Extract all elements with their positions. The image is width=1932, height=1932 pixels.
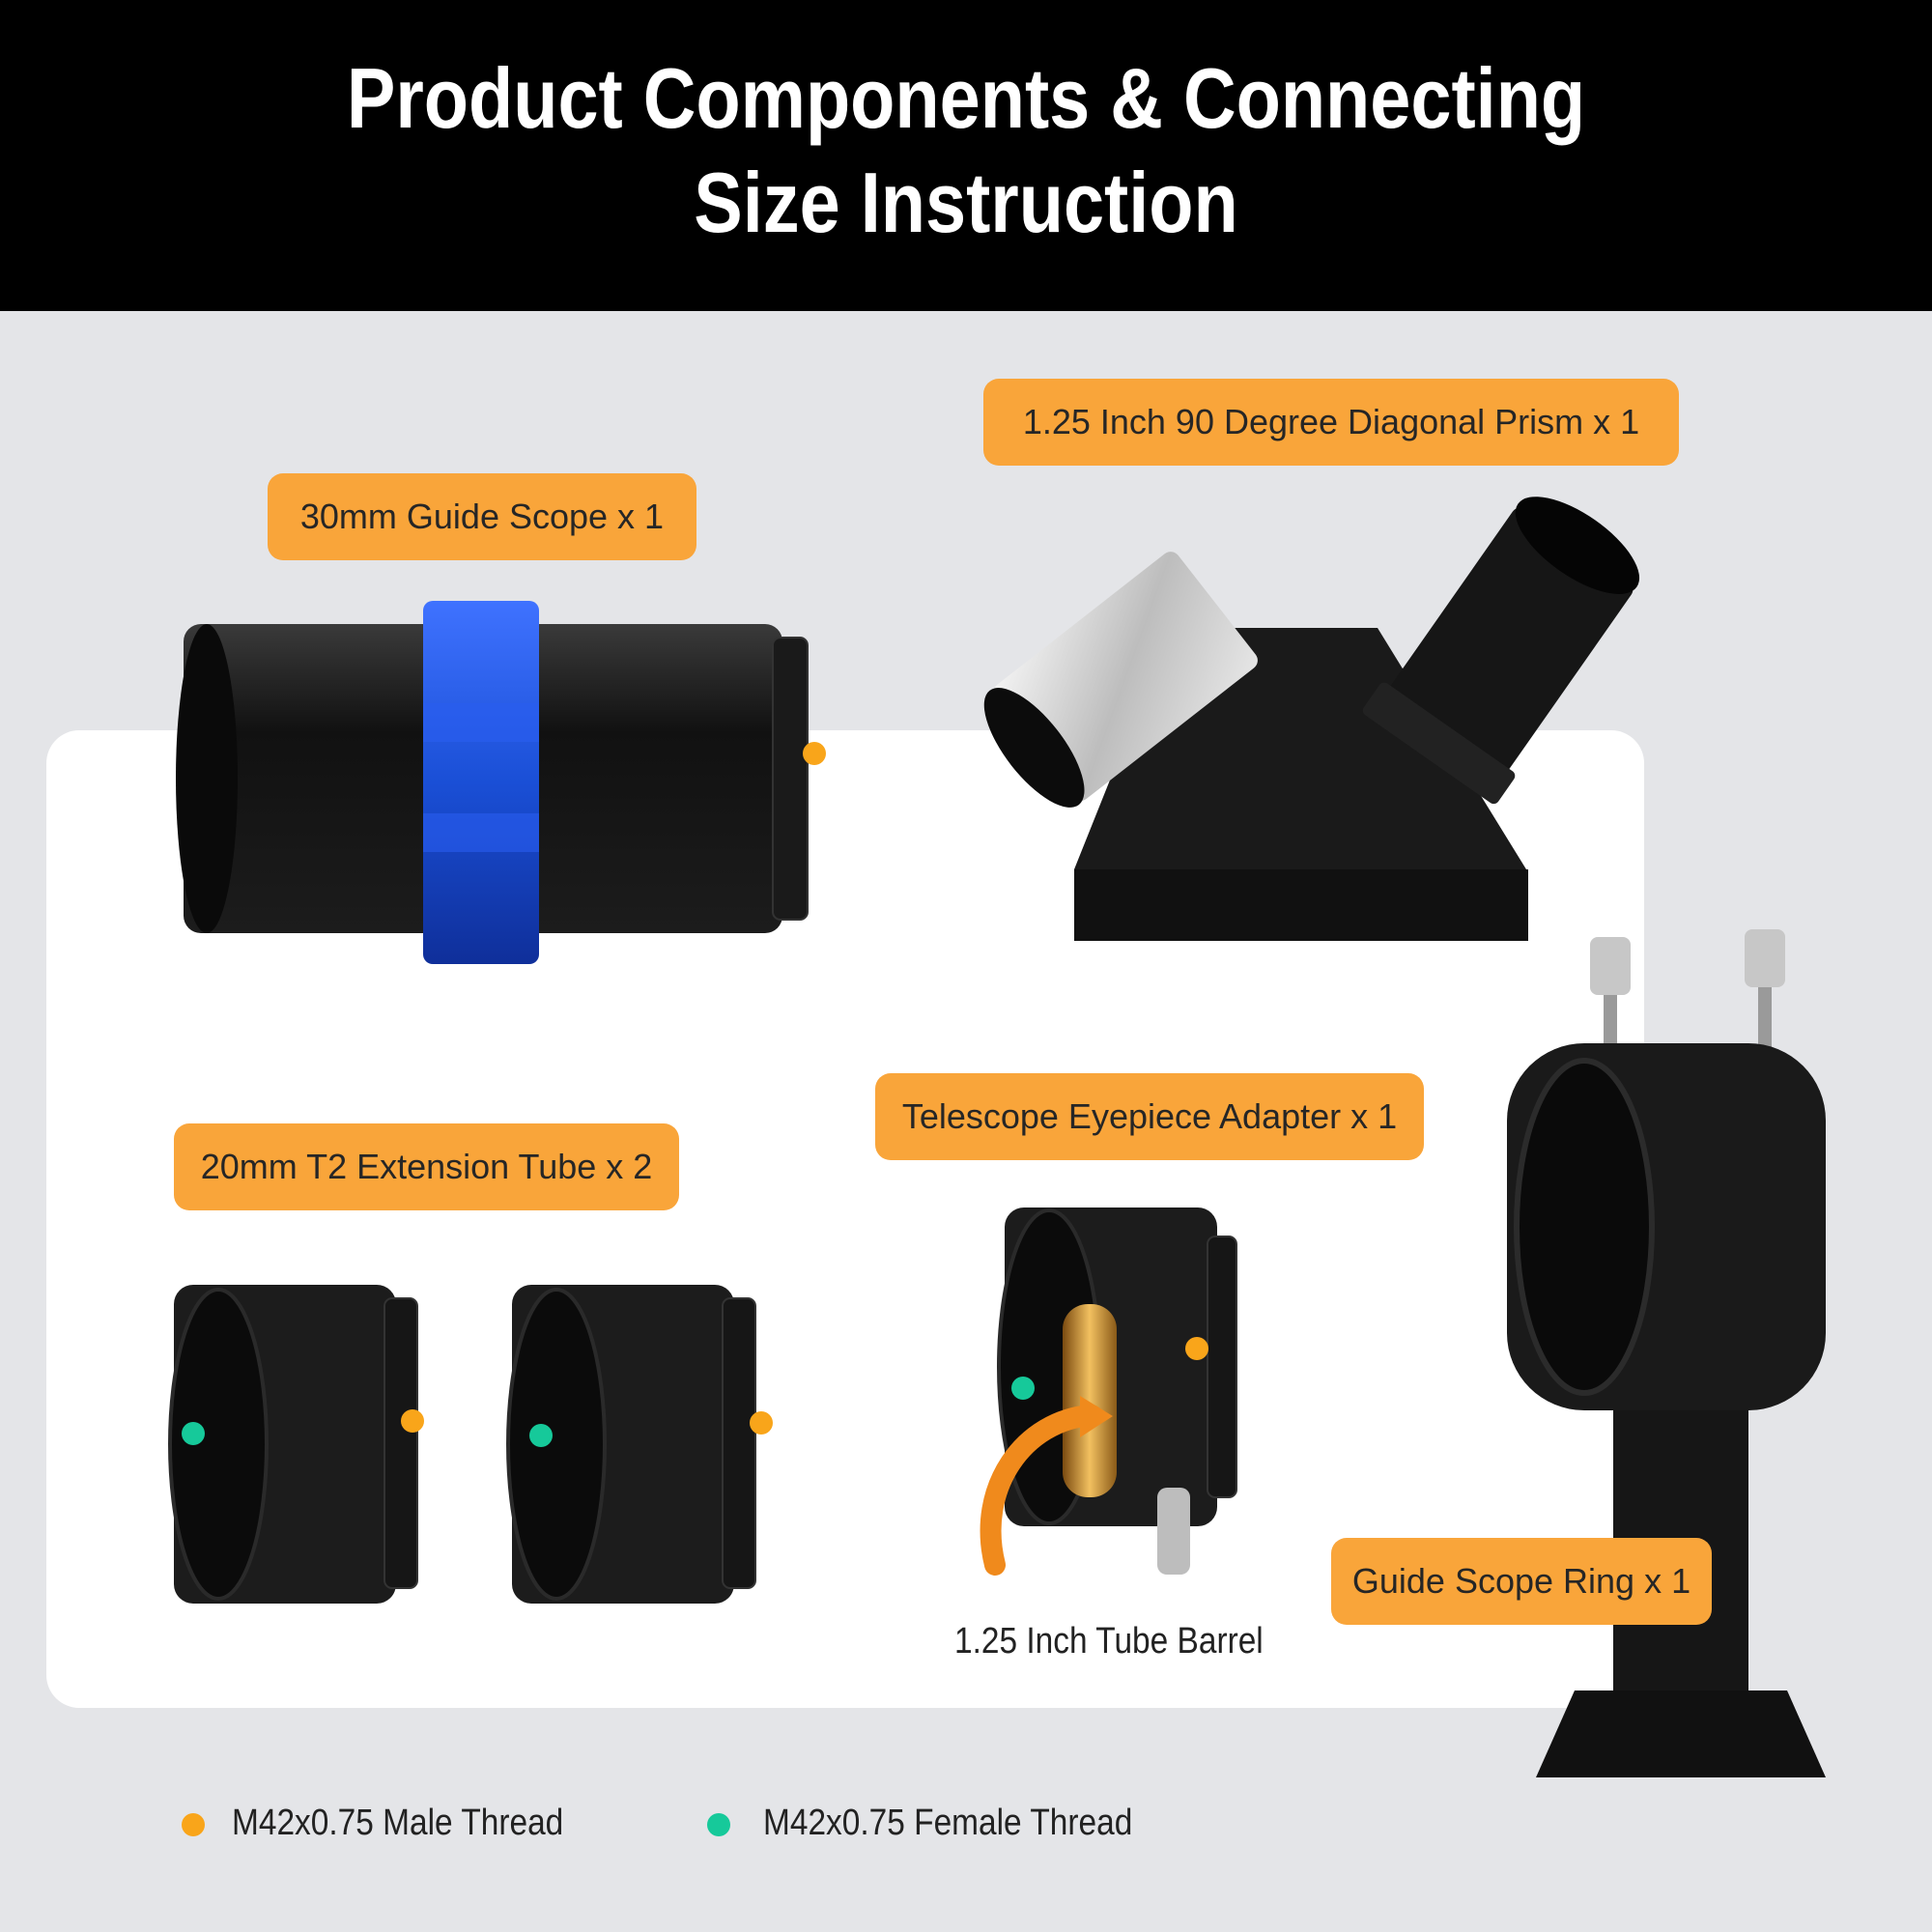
eyepiece-adapter-image <box>980 1208 1237 1576</box>
legend-female-label: M42x0.75 Female Thread <box>763 1803 1133 1843</box>
extension-tube-label: 20mm T2 Extension Tube x 2 <box>174 1123 679 1210</box>
legend-female-dot <box>707 1813 730 1836</box>
header-bar: Product Components & Connecting Size Ins… <box>0 0 1932 311</box>
adapter-female-thread-dot <box>1011 1377 1035 1400</box>
tube1-female-thread-dot <box>182 1422 205 1445</box>
guide-scope-image <box>176 601 809 964</box>
legend-male-label: M42x0.75 Male Thread <box>232 1803 564 1843</box>
extension-tube-image-2 <box>506 1285 756 1604</box>
title-line-1: Product Components & Connecting <box>346 50 1586 146</box>
guide-scope-male-thread-dot <box>803 742 826 765</box>
extension-tube-image-1 <box>168 1285 418 1604</box>
diagonal-prism-image <box>983 497 1640 941</box>
adapter-male-thread-dot <box>1185 1337 1208 1360</box>
page-title: Product Components & Connecting Size Ins… <box>135 46 1797 255</box>
eyepiece-adapter-label: Telescope Eyepiece Adapter x 1 <box>875 1073 1424 1160</box>
diagonal-prism-label: 1.25 Inch 90 Degree Diagonal Prism x 1 <box>983 379 1679 466</box>
tube1-male-thread-dot <box>401 1409 424 1433</box>
tube2-male-thread-dot <box>750 1411 773 1435</box>
guide-scope-ring-label: Guide Scope Ring x 1 <box>1331 1538 1712 1625</box>
tube2-female-thread-dot <box>529 1424 553 1447</box>
guide-scope-label: 30mm Guide Scope x 1 <box>268 473 696 560</box>
legend-male-dot <box>182 1813 205 1836</box>
tube-barrel-caption: 1.25 Inch Tube Barrel <box>954 1621 1264 1662</box>
title-line-2: Size Instruction <box>694 155 1238 250</box>
guide-scope-ring-image <box>1507 929 1826 1777</box>
